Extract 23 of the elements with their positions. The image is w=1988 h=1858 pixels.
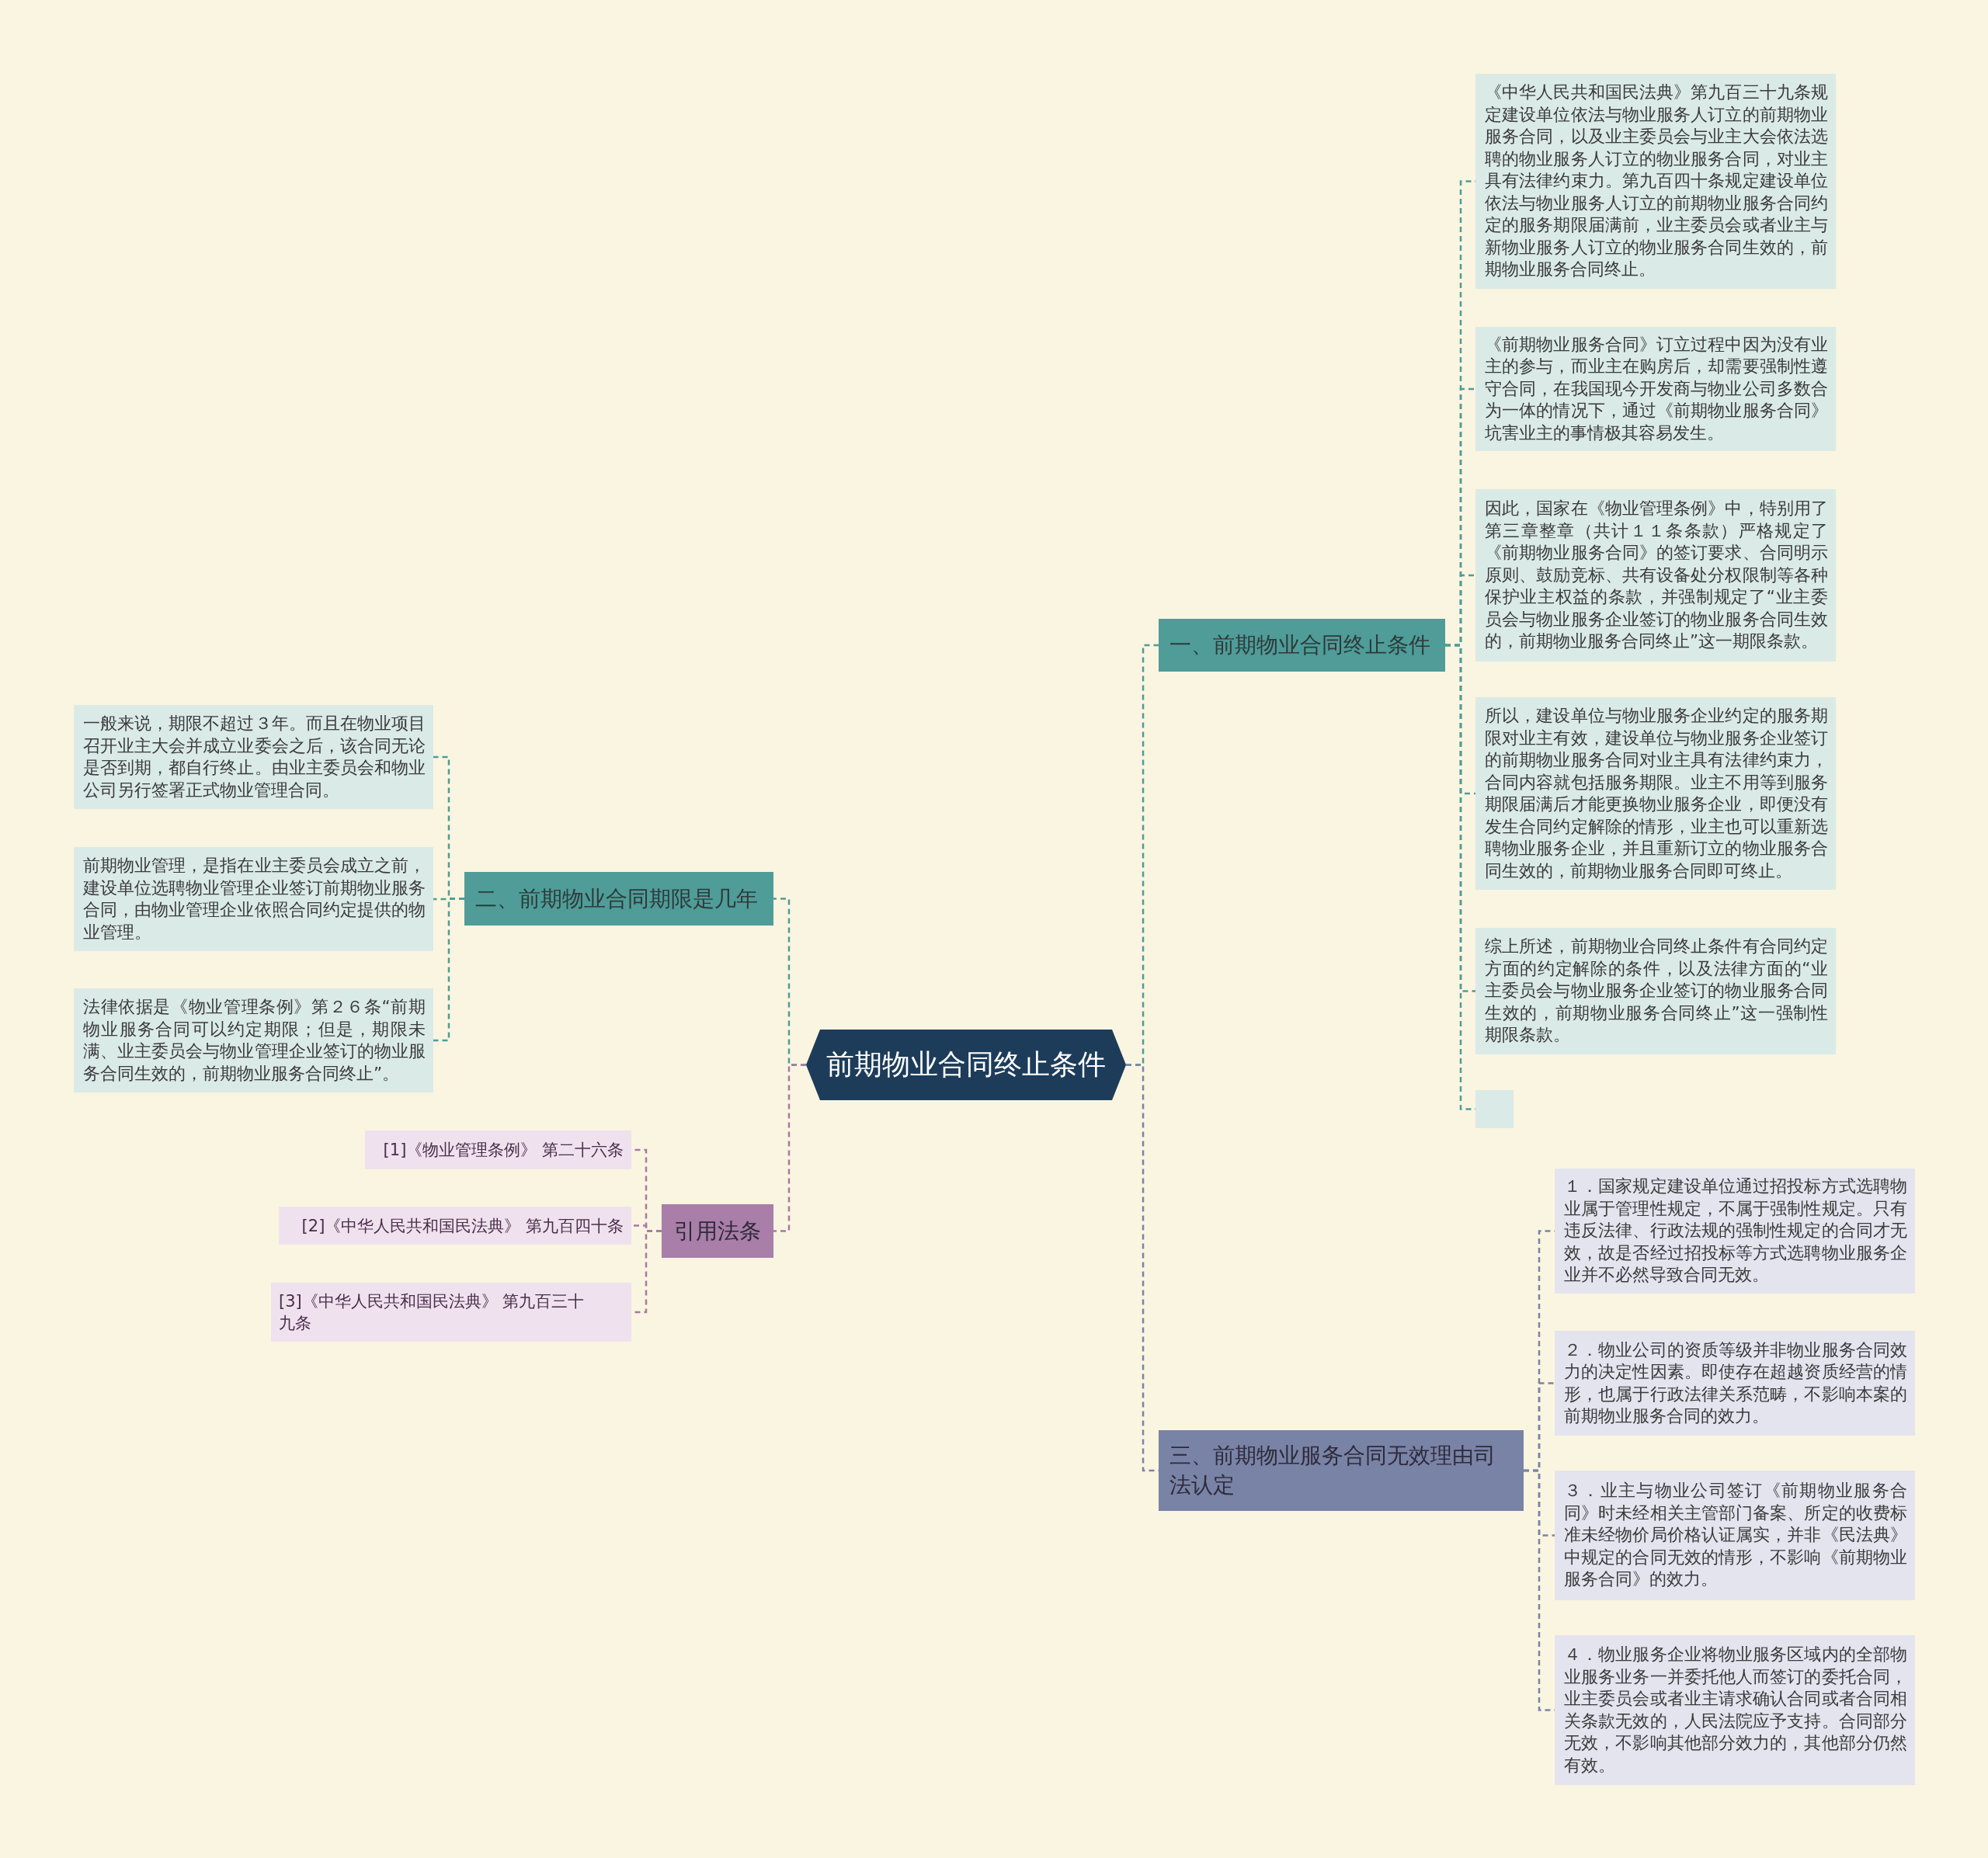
topic-box: 三、前期物业服务合同无效理由司法认定 (1159, 1430, 1524, 1511)
reference-box: [2]《中华人民共和国民法典》 第九百四十条 (279, 1207, 631, 1245)
note-box: 《前期物业服务合同》订立过程中因为没有业主的参与，而业主在购房后，却需要强制性遵守合同，在我国现今开发商与物业公司多数合为一体的情况下，通过《前期物业服务合同》坑害业主的事情极其容易发生。 (1475, 327, 1836, 451)
central-topic-box: 前期物业合同终止条件 (806, 1030, 1126, 1100)
topic-box: 引用法条 (662, 1204, 773, 1258)
note-box: 综上所述，前期物业合同终止条件有合同约定方面的约定解除的条件，以及法律方面的“业主委员会与物业服务企业签订的物业服务合同生效的，前期物业服务合同终止”这一强制性期限条款。 (1475, 928, 1836, 1054)
note-box: 前期物业管理，是指在业主委员会成立之前，建设单位选聘物业管理企业签订前期物业服务合同，由物业管理企业依照合同约定提供的物业管理。 (74, 847, 433, 951)
topic-box: 二、前期物业合同期限是几年 (464, 872, 773, 926)
note-box: 所以，建设单位与物业服务企业约定的服务期限对业主有效，建设单位与物业服务企业签订的前期物业服务合同对业主具有法律约束力，合同内容就包括服务期限。业主不用等到服务期限届满后才能更换物业服务企业，即便没有发生合同约定解除的情形，业主也可以重新选聘物业服务企业，并且重新订立的物业服务合同生效的，前期物业服务合同即可终止。 (1475, 697, 1836, 890)
note-box: 一般来说，期限不超过３年。而且在物业项目召开业主大会并成立业委会之后，该合同无论是否到期，都自行终止。由业主委员会和物业公司另行签署正式物业管理合同。 (74, 705, 433, 809)
connector-line (773, 1064, 806, 1232)
note-box: １．国家规定建设单位通过招投标方式选聘物业属于管理性规定，不属于强制性规定。只有违反法律、行政法规的强制性规定的合同才无效，故是否经过招投标等方式选聘物业服务企业并不必然导致合同无效。 (1555, 1169, 1915, 1294)
note-box: ２．物业公司的资质等级并非物业服务合同效力的决定性因素。即使存在超越资质经营的情形，也属于行政法律关系范畴，不影响本案的前期物业服务合同的效力。 (1555, 1331, 1915, 1436)
note-box: 因此，国家在《物业管理条例》中，特别用了第三章整章（共计１１条条款）严格规定了《前期物业服务合同》的签订要求、合同明示原则、鼓励竞标、共有设备处分权限制等各种保护业主权益的条款，并强制规定了“业主委员会与物业服务企业签订的物业服务合同生效的，前期物业服务合同终止”这一期限条款。 (1475, 489, 1836, 662)
topic-box: 一、前期物业合同终止条件 (1159, 619, 1445, 672)
note-box: ３．业主与物业公司签订《前期物业服务合同》时未经相关主管部门备案、所定的收费标准未经物价局价格认证属实，并非《民法典》中规定的合同无效的情形，不影响《前期物业服务合同》的效力。 (1555, 1471, 1915, 1600)
note-box: ４．物业服务企业将物业服务区域内的全部物业服务业务一并委托他人而签订的委托合同，业主委员会或者业主请求确认合同或者合同相关条款无效的，人民法院应予支持。合同部分无效，不影响其他部分效力的，其他部分仍然有效。 (1555, 1635, 1915, 1785)
note-box: 法律依据是《物业管理条例》第２６条“前期物业服务合同可以约定期限；但是，期限未满、业主委员会与物业管理企业签订的物业服务合同生效的，前期物业服务合同终止”。 (74, 988, 433, 1092)
connector-line (433, 898, 464, 1042)
note-box: 《中华人民共和国民法典》第九百三十九条规定建设单位依法与物业服务人订立的前期物业服务合同，以及业主委员会与业主大会依法选聘的物业服务人订立的物业服务合同，对业主具有法律约束力。第九百四十条规定建设单位依法与物业服务人订立的前期物业服务合同约定的服务期限届满前，业主委员会或者业主与新物业服务人订立的物业服务合同生效的，前期物业服务合同终止。 (1475, 74, 1836, 289)
reference-box: [1]《物业管理条例》 第二十六条 (365, 1130, 631, 1169)
reference-box: [3]《中华人民共和国民法典》 第九百三十九条 (271, 1283, 631, 1342)
note-box (1475, 1090, 1514, 1128)
